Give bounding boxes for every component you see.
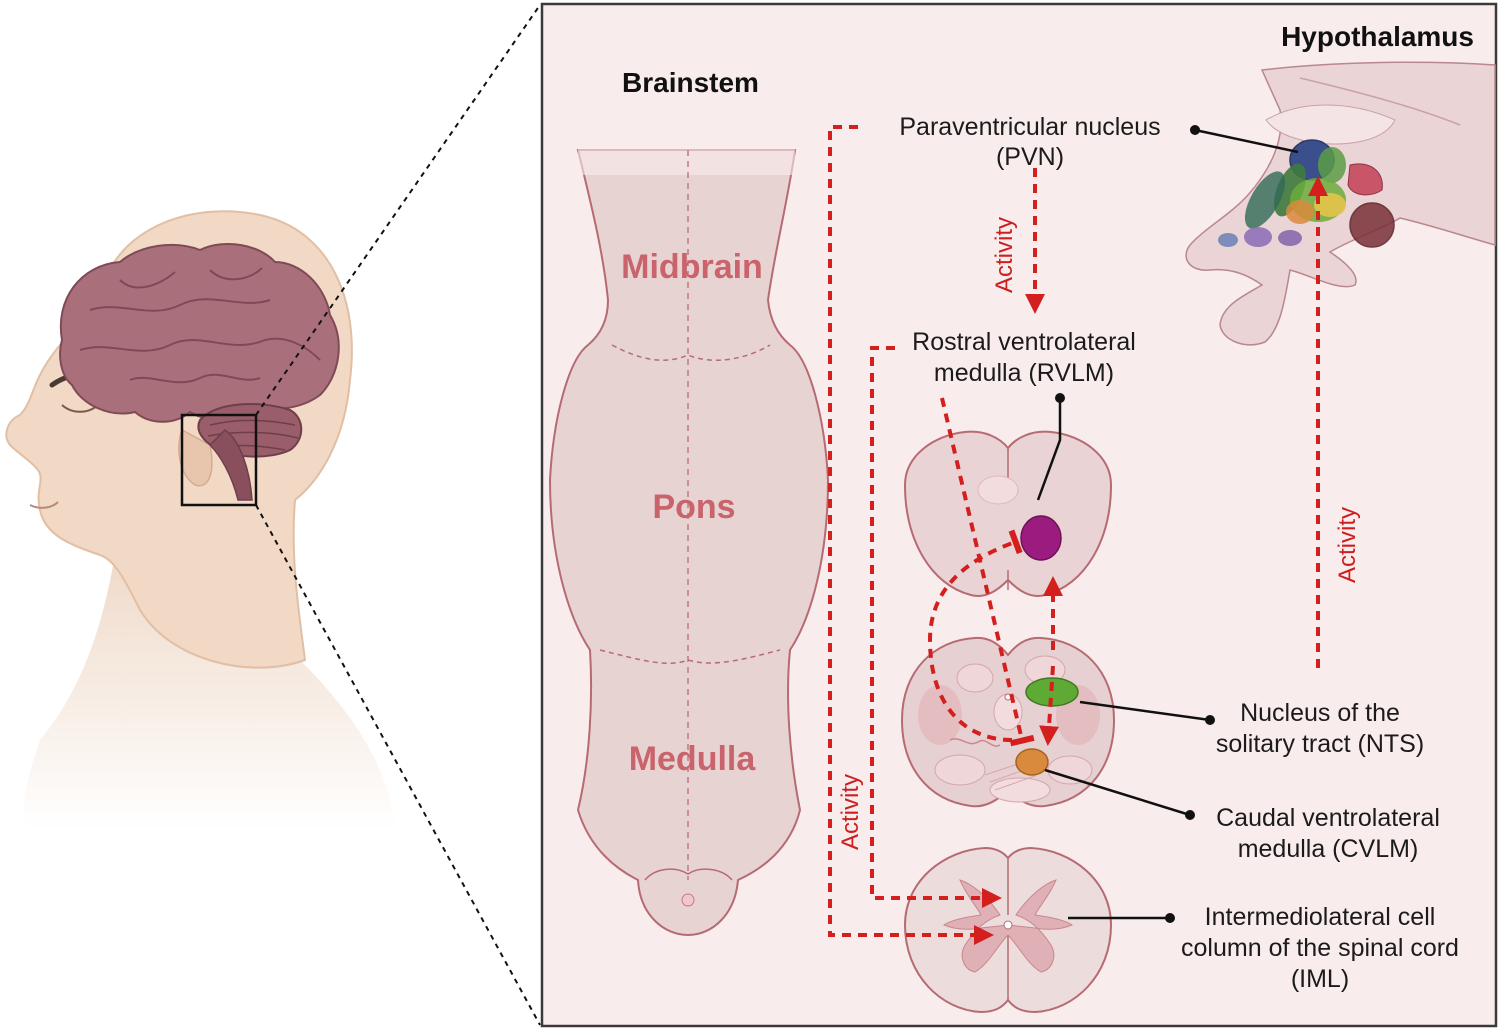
pvn-label-line1: Paraventricular nucleus xyxy=(899,113,1160,141)
cvlm-label-line2: medulla (CVLM) xyxy=(1238,835,1419,863)
brainstem-illustration xyxy=(548,148,830,937)
activity-label-spinal: Activity xyxy=(837,774,864,850)
leader-dots xyxy=(1055,125,1215,923)
spinal-cord-section xyxy=(903,846,1113,1014)
activity-label-pvn-rvlm: Activity xyxy=(991,217,1018,293)
nts-to-cvlm-pathway xyxy=(1039,665,1060,746)
brainstem-title: Brainstem xyxy=(622,67,759,98)
rostral-medulla-section xyxy=(903,430,1113,597)
pvn-to-iml-pathway xyxy=(828,125,994,945)
iml-label-line3: (IML) xyxy=(1291,965,1349,993)
cvlm-label-line1: Caudal ventrolateral xyxy=(1216,804,1440,832)
caudal-medulla-section xyxy=(900,636,1116,808)
midbrain-label: Midbrain xyxy=(621,248,763,286)
nts-label-line1: Nucleus of the xyxy=(1240,699,1400,727)
rvlm-label-line2: medulla (RVLM) xyxy=(934,359,1114,387)
pvn-label-line2: (PVN) xyxy=(996,143,1064,171)
head-illustration xyxy=(5,4,541,1026)
hypothalamus-title: Hypothalamus xyxy=(1281,21,1474,52)
rvlm-nucleus xyxy=(1020,515,1062,561)
cvlm-nucleus xyxy=(1015,748,1049,776)
hypothalamus-illustration xyxy=(1185,61,1496,346)
nts-label-line2: solitary tract (NTS) xyxy=(1216,730,1424,758)
iml-label-line2: column of the spinal cord xyxy=(1181,934,1459,962)
leader-lines xyxy=(1036,128,1299,920)
zoom-box xyxy=(180,413,258,507)
medulla-label: Medulla xyxy=(629,740,757,778)
rvlm-label-line1: Rostral ventrolateral xyxy=(912,328,1136,356)
pathway-lines xyxy=(828,125,1328,945)
pons-label: Pons xyxy=(652,488,735,526)
rvlm-inhibitory-line xyxy=(940,397,1035,747)
activity-label-hypothalamus: Activity xyxy=(1334,507,1361,583)
iml-label-line1: Intermediolateral cell xyxy=(1205,903,1436,931)
